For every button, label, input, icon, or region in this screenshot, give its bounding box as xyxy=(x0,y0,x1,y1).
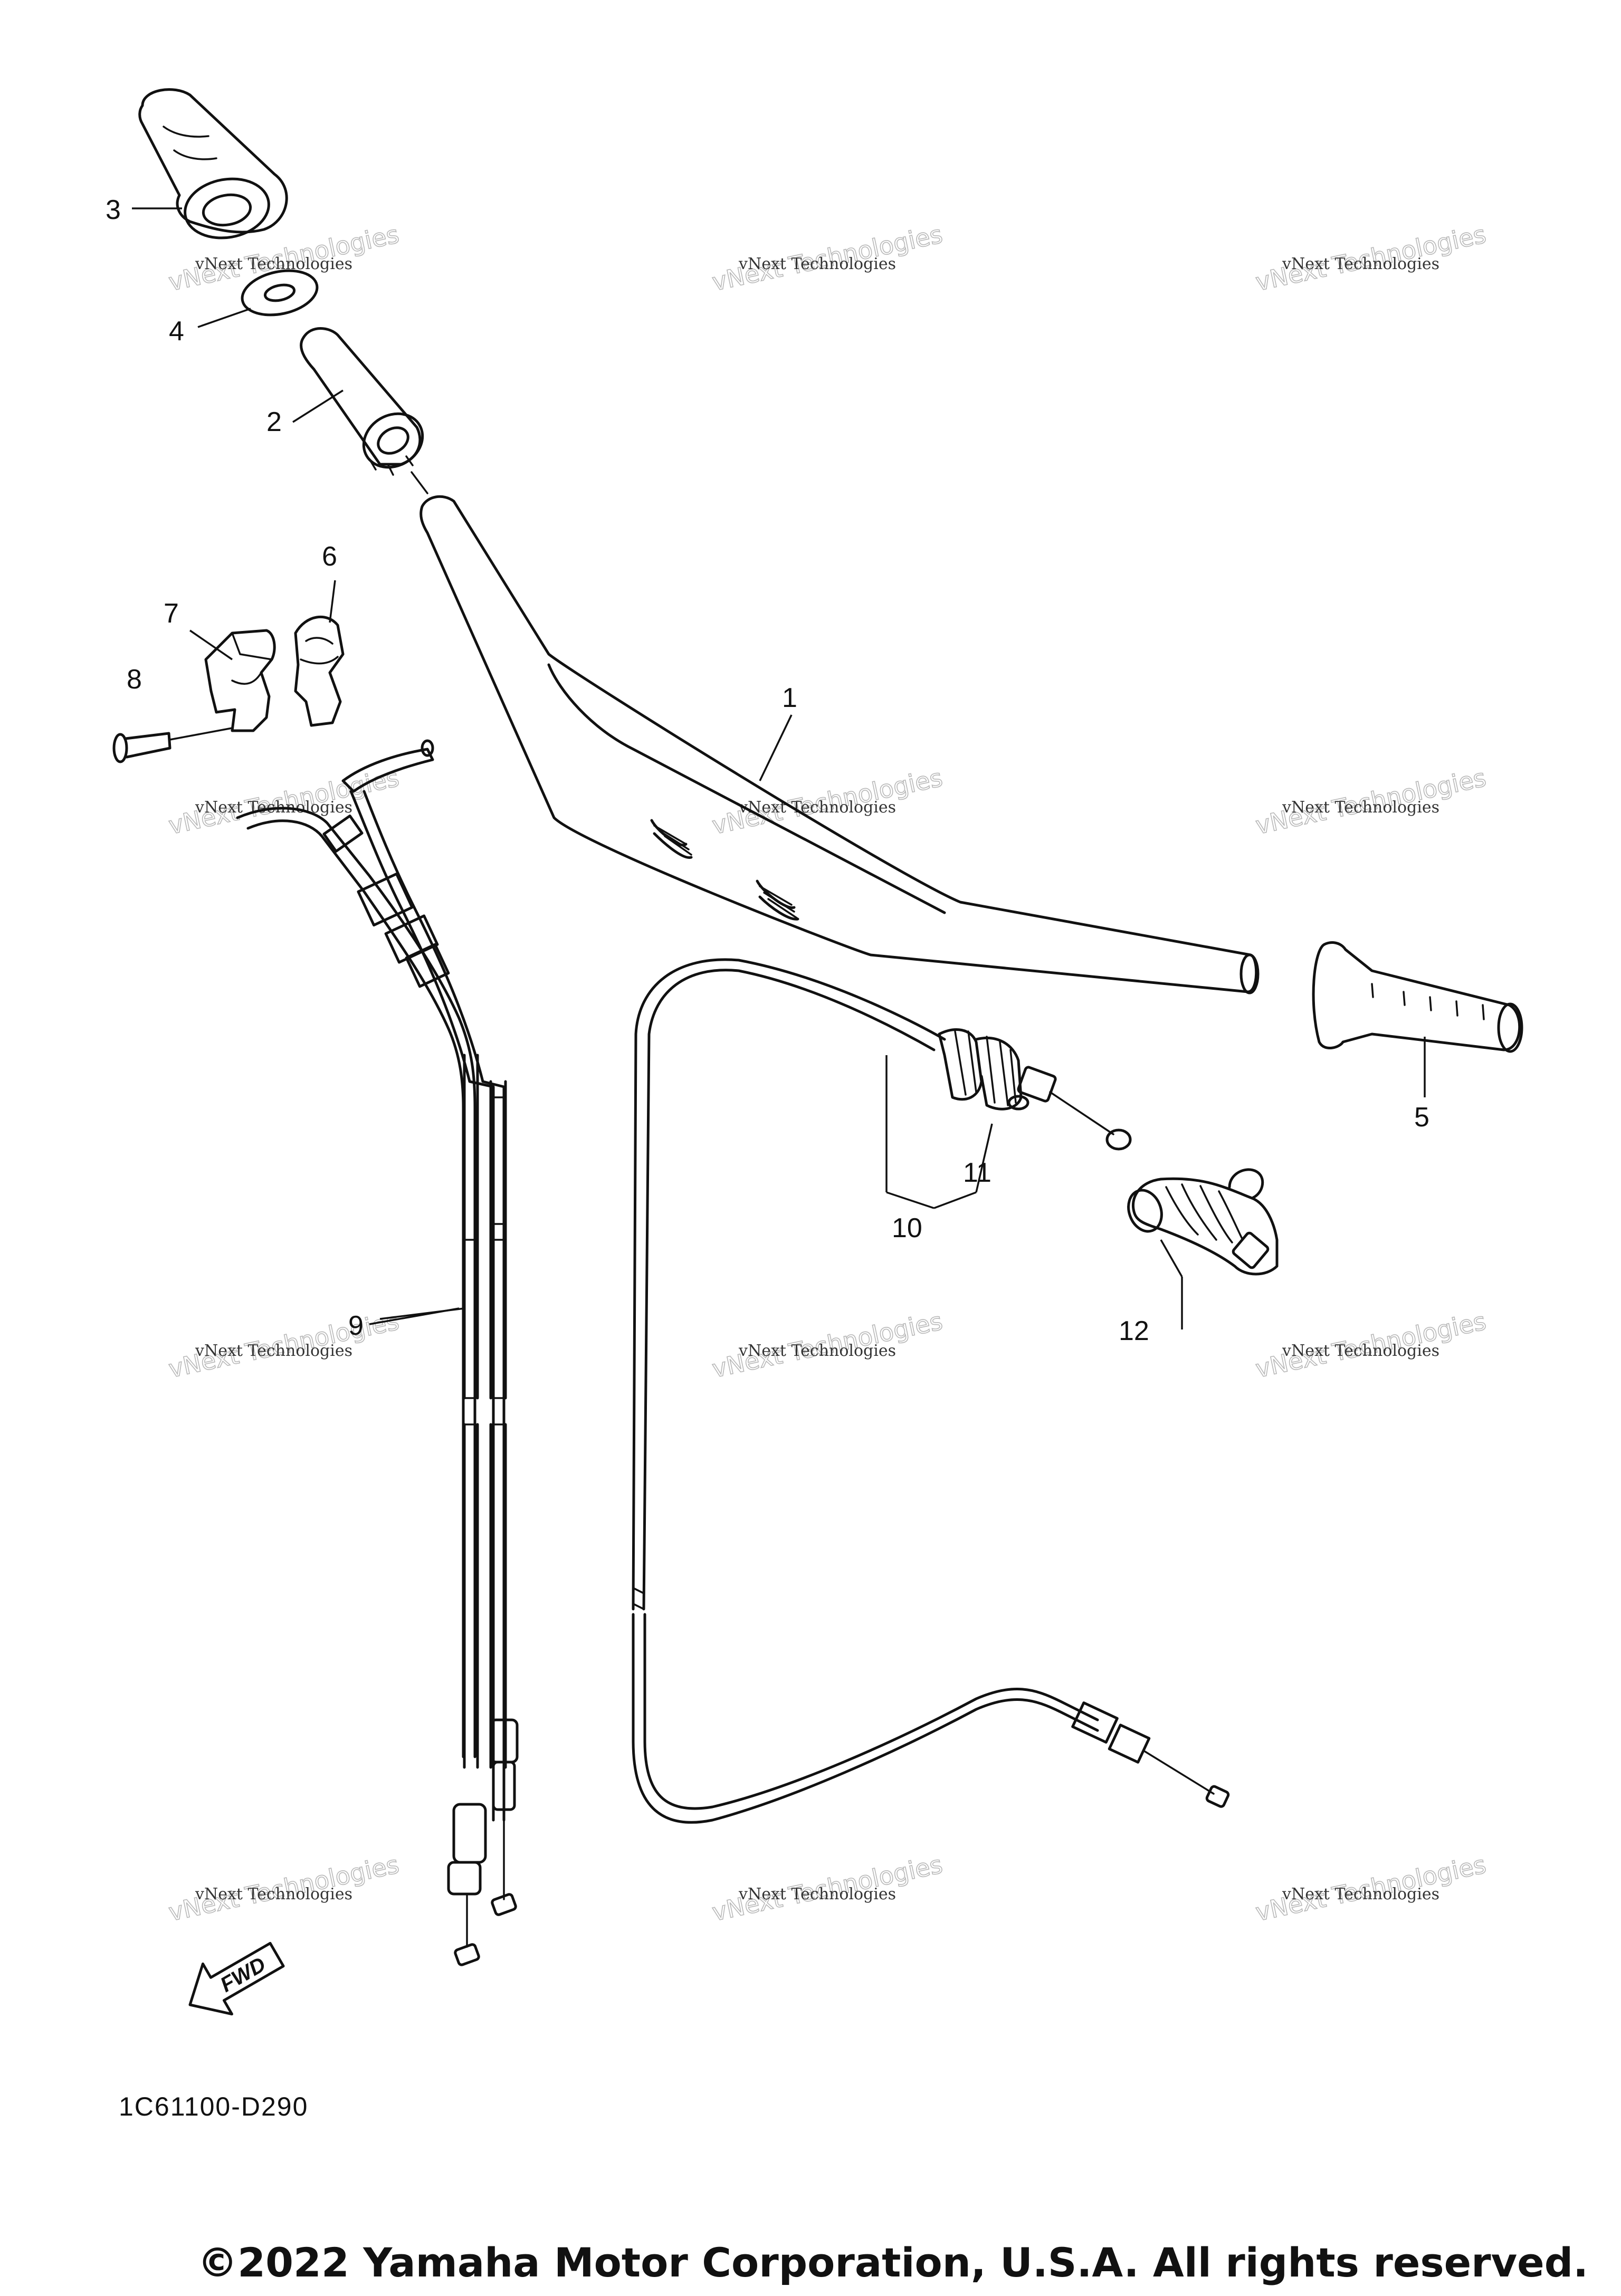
svg-text:vNext Technologies: vNext Technologies xyxy=(738,1342,896,1360)
watermark-r4c2: vNext Technologies vNext Technologies xyxy=(709,1850,946,1927)
watermark-r3c2: vNext Technologies vNext Technologies xyxy=(709,1306,946,1384)
svg-text:vNext Technologies: vNext Technologies xyxy=(738,1885,896,1903)
leader-lines xyxy=(132,207,793,1325)
svg-text:vNext Technologies: vNext Technologies xyxy=(738,255,896,273)
part-12-lever-boot[interactable] xyxy=(1123,1168,1279,1329)
part-3-grip-left[interactable] xyxy=(138,88,288,244)
part-10-clutch-cable[interactable] xyxy=(632,958,1230,1824)
svg-text:vNext Technologies: vNext Technologies xyxy=(1282,1342,1439,1360)
svg-text:vNext Technologies: vNext Technologies xyxy=(195,1342,352,1360)
svg-text:vNext Technologies: vNext Technologies xyxy=(195,1885,352,1903)
part-5-grip-right[interactable] xyxy=(1312,941,1523,1097)
watermark-r2c3: vNext Technologies vNext Technologies xyxy=(1253,763,1489,840)
callout-3: 3 xyxy=(106,195,121,225)
copyright-notice: ©2022 Yamaha Motor Corporation, U.S.A. A… xyxy=(197,2239,1588,2286)
callout-8: 8 xyxy=(127,664,142,695)
fwd-direction-arrow: FWD xyxy=(188,1941,285,2016)
part-7-holder-lower[interactable] xyxy=(204,629,276,732)
callout-6: 6 xyxy=(322,541,337,572)
callout-5: 5 xyxy=(1414,1102,1429,1133)
callout-2: 2 xyxy=(266,407,282,437)
part-8-bolt[interactable] xyxy=(112,727,233,763)
part-1-handlebar[interactable] xyxy=(419,495,1260,994)
part-2-throttle-tube[interactable] xyxy=(300,327,433,494)
callout-10: 10 xyxy=(892,1213,922,1243)
watermark-r1c1: vNext Technologies vNext Technologies xyxy=(166,219,402,297)
svg-text:vNext Technologies: vNext Technologies xyxy=(1282,798,1439,817)
diagram-code: 1C61100-D290 xyxy=(119,2092,308,2121)
callout-11: 11 xyxy=(963,1157,991,1188)
watermark-r4c3: vNext Technologies vNext Technologies xyxy=(1253,1850,1489,1927)
callout-4: 4 xyxy=(169,316,184,347)
svg-text:vNext Technologies: vNext Technologies xyxy=(1282,255,1439,273)
watermark-r4c1: vNext Technologies vNext Technologies xyxy=(166,1850,402,1927)
part-4-washer[interactable] xyxy=(238,264,321,321)
callout-7: 7 xyxy=(164,598,179,629)
part-9-throttle-cables[interactable] xyxy=(236,739,519,1966)
watermark-r1c2: vNext Technologies vNext Technologies xyxy=(709,219,946,297)
watermark-r2c2: vNext Technologies vNext Technologies xyxy=(709,763,946,840)
callout-12: 12 xyxy=(1119,1316,1149,1346)
svg-text:vNext Technologies: vNext Technologies xyxy=(195,255,352,273)
callout-1: 1 xyxy=(782,683,797,713)
part-6-holder-upper[interactable] xyxy=(294,616,345,727)
watermark-r3c3: vNext Technologies vNext Technologies xyxy=(1253,1306,1489,1384)
watermark-r3c1: vNext Technologies vNext Technologies xyxy=(166,1306,402,1384)
svg-text:vNext Technologies: vNext Technologies xyxy=(738,798,896,817)
callout-9: 9 xyxy=(348,1310,364,1341)
svg-text:vNext Technologies: vNext Technologies xyxy=(1282,1885,1439,1903)
watermark-r1c3: vNext Technologies vNext Technologies xyxy=(1253,219,1489,297)
